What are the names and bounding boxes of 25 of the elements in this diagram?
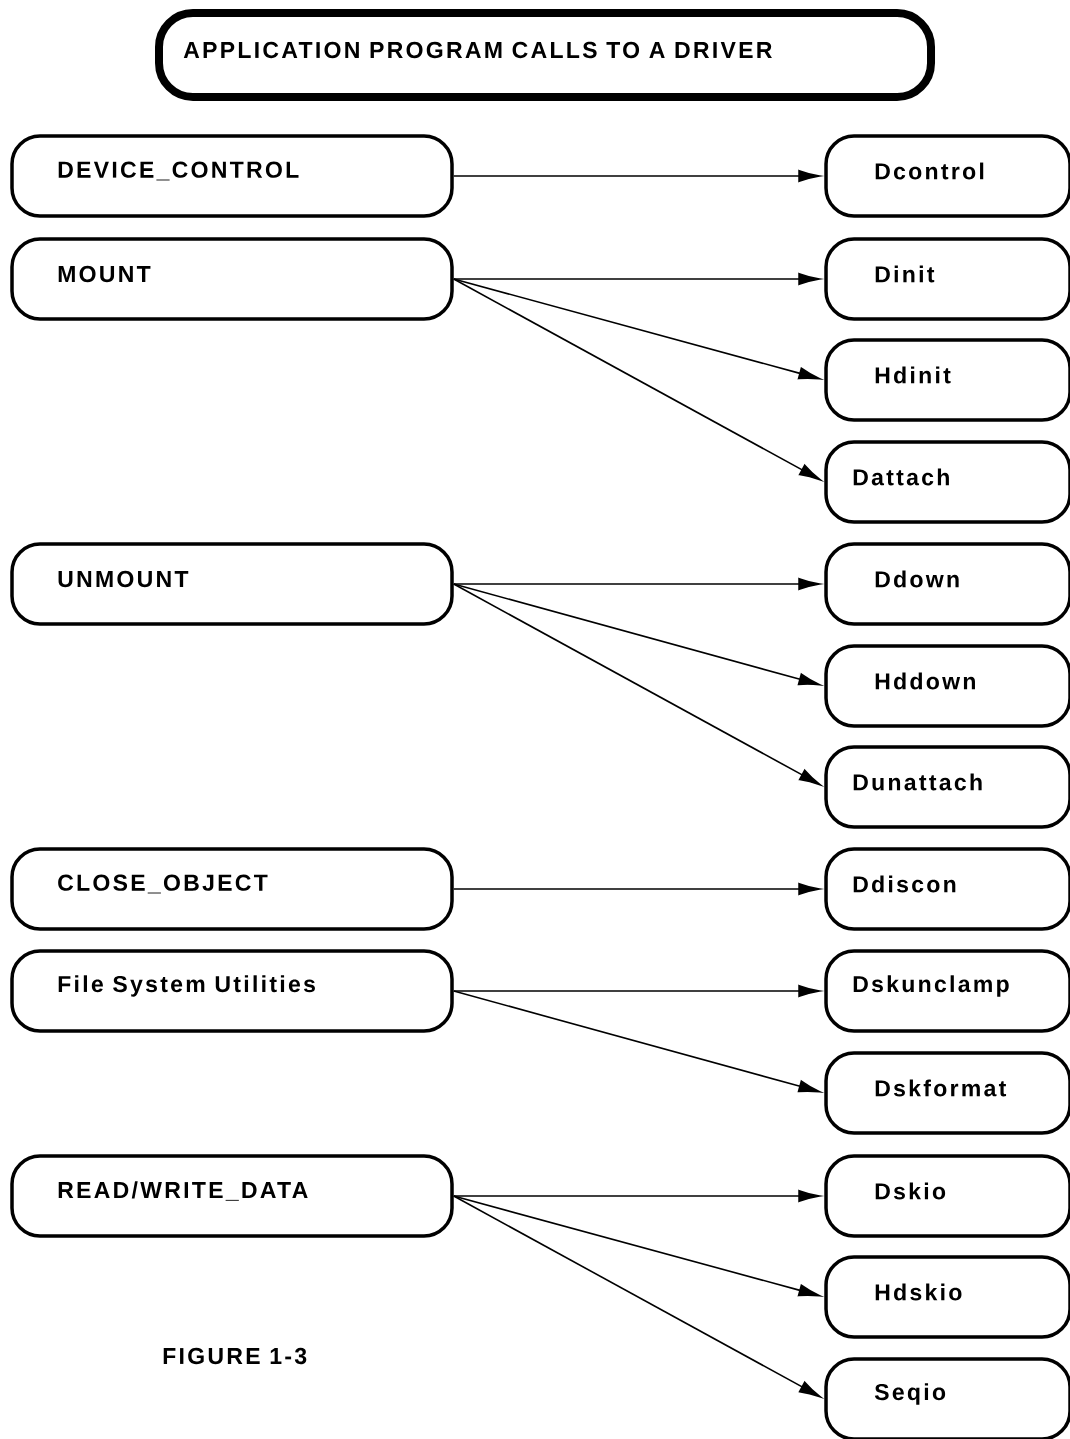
driver-routine-box: Dskformat [824, 1051, 1070, 1135]
arrow [452, 169, 821, 183]
call-box: CLOSE_OBJECT [10, 847, 454, 931]
arrow [452, 984, 821, 998]
driver-routine-box: Hddown [824, 644, 1070, 728]
driver-routine-box: Dskio [824, 1154, 1070, 1238]
driver-routine-box: Dattach [824, 440, 1070, 524]
driver-routine-box: Dunattach [824, 745, 1070, 829]
call-box: DEVICE_CONTROL [10, 134, 454, 218]
driver-routine-box: Hdskio [824, 1255, 1070, 1339]
arrow [452, 990, 821, 1093]
driver-routine-box: Seqio [824, 1357, 1070, 1439]
call-box: File System Utilities [10, 949, 454, 1033]
caption: FIGURE 1-3 [163, 1347, 307, 1365]
driver-routine-box: Dskunclamp [824, 949, 1070, 1033]
arrow [452, 882, 821, 896]
driver-routine-box: Dcontrol [824, 134, 1070, 218]
driver-routine-box: Hdinit [824, 338, 1070, 422]
driver-routine-box: Ddiscon [824, 847, 1070, 931]
call-box: UNMOUNT [10, 542, 454, 626]
call-box: READ/WRITE_DATA [10, 1154, 454, 1238]
title: APPLICATION PROGRAM CALLS TO A DRIVER [183, 41, 772, 59]
call-box: MOUNT [10, 237, 454, 321]
driver-routine-box: Dinit [824, 237, 1070, 321]
driver-routine-box: Ddown [824, 542, 1070, 626]
